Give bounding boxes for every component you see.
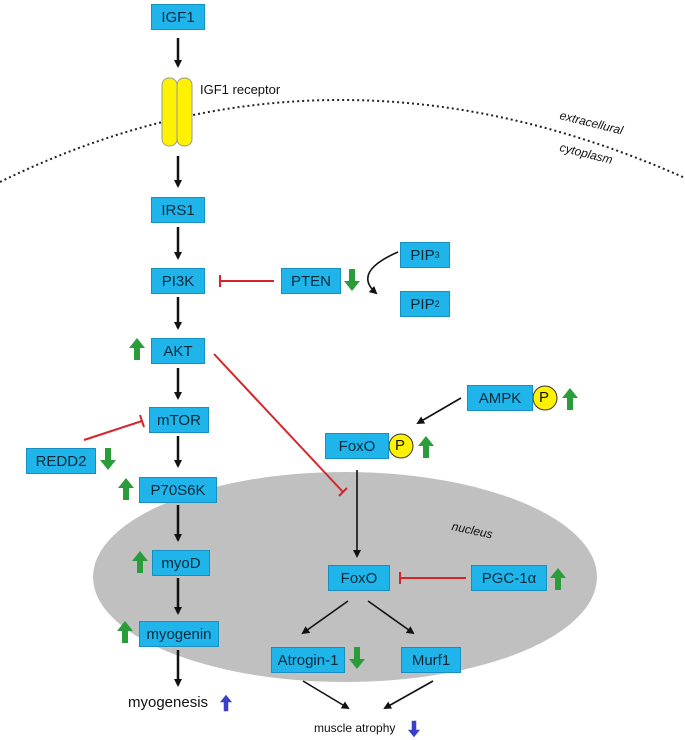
akt-up-arrow-icon [129, 338, 145, 360]
foxo-phospho-label: P [395, 437, 406, 454]
foxo-cytoplasm-node: FoxO [325, 433, 389, 459]
myogenesis-up-arrow-icon [220, 694, 232, 712]
pi3k-node: PI3K [151, 268, 205, 294]
igf1-node: IGF1 [151, 4, 205, 30]
pip3-label: PIP [410, 246, 435, 264]
pip2-subscript: 2 [434, 299, 440, 309]
activation-arrows [301, 251, 462, 710]
pip3-subscript: 3 [434, 250, 440, 260]
pip2-label: PIP [410, 295, 435, 313]
igf1-receptor-left [161, 77, 178, 147]
murf1-node: Murf1 [401, 647, 461, 673]
foxo-up-arrow-icon [418, 436, 434, 458]
pgc1a-node: PGC-1α [471, 565, 547, 591]
ampk-phospho-circle [532, 385, 558, 411]
muscle-atrophy-label: muscle atrophy [314, 721, 396, 735]
foxo-phospho-circle [388, 433, 414, 459]
myod-node: myoD [152, 550, 210, 576]
p70s6k-up-arrow-icon [118, 478, 134, 500]
igf1-receptor-right [176, 77, 193, 147]
p70s6k-node: P70S6K [139, 477, 217, 503]
muscle-atrophy-down-arrow-icon [408, 720, 420, 738]
redd2-node: REDD2 [26, 448, 96, 474]
pten-down-arrow-icon [344, 269, 360, 291]
pten-node: PTEN [281, 268, 341, 294]
atrogin1-node: Atrogin-1 [271, 647, 345, 673]
ampk-node: AMPK [467, 385, 533, 411]
cell-membrane [0, 99, 685, 183]
irs1-node: IRS1 [151, 197, 205, 223]
inhibition-lines [83, 275, 466, 584]
akt-node: AKT [151, 338, 205, 364]
redd2-down-arrow-icon [100, 448, 116, 470]
mtor-node: mTOR [149, 407, 209, 433]
receptor-label: IGF1 receptor [200, 82, 281, 97]
myogenin-node: myogenin [139, 621, 219, 647]
ampk-up-arrow-icon [562, 388, 578, 410]
myogenesis-label: myogenesis [128, 694, 209, 711]
ampk-phospho-label: P [539, 389, 550, 406]
foxo-nucleus-node: FoxO [328, 565, 390, 591]
